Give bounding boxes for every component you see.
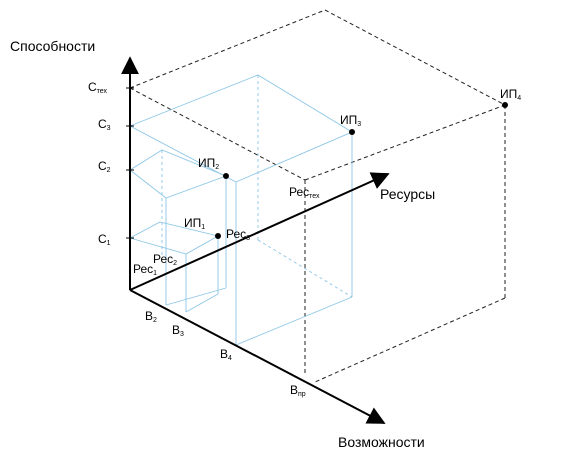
c-label-2: C2 — [98, 159, 111, 174]
res-label-3: Рес3 — [226, 227, 250, 242]
horizontal-axis-title: Возможности — [338, 434, 425, 450]
point-ip1 — [215, 233, 221, 239]
point-ip2-label: ИП2 — [198, 156, 219, 171]
point-ip4-label: ИП4 — [500, 87, 521, 102]
point-ip3 — [349, 129, 355, 135]
vertical-axis-title: Способности — [10, 38, 95, 54]
point-ip1-label: ИП1 — [184, 216, 205, 231]
point-ip2 — [223, 173, 229, 179]
point-ip3-label: ИП3 — [340, 113, 361, 128]
box-ip3 — [129, 74, 353, 346]
b-label-pr: Bпр — [290, 383, 306, 398]
c-label-3: C3 — [98, 117, 111, 132]
depth-axis — [129, 172, 390, 291]
c-label-tech: Cтех — [88, 80, 108, 95]
res-label-tech: Рестех — [289, 185, 320, 200]
b-label-2: B2 — [145, 309, 157, 324]
horizontal-axis — [129, 289, 386, 424]
b-label-4: B4 — [220, 347, 232, 362]
axes — [121, 56, 390, 424]
res-label-1: Рес1 — [133, 262, 157, 277]
box-ip2 — [129, 149, 228, 306]
b-label-3: B3 — [172, 323, 184, 338]
axis-ticks — [126, 87, 134, 239]
res-label-2: Рес2 — [153, 252, 177, 267]
depth-axis-title: Ресурсы — [380, 186, 435, 202]
c-label-1: C1 — [98, 232, 111, 247]
point-ip4 — [502, 102, 508, 108]
